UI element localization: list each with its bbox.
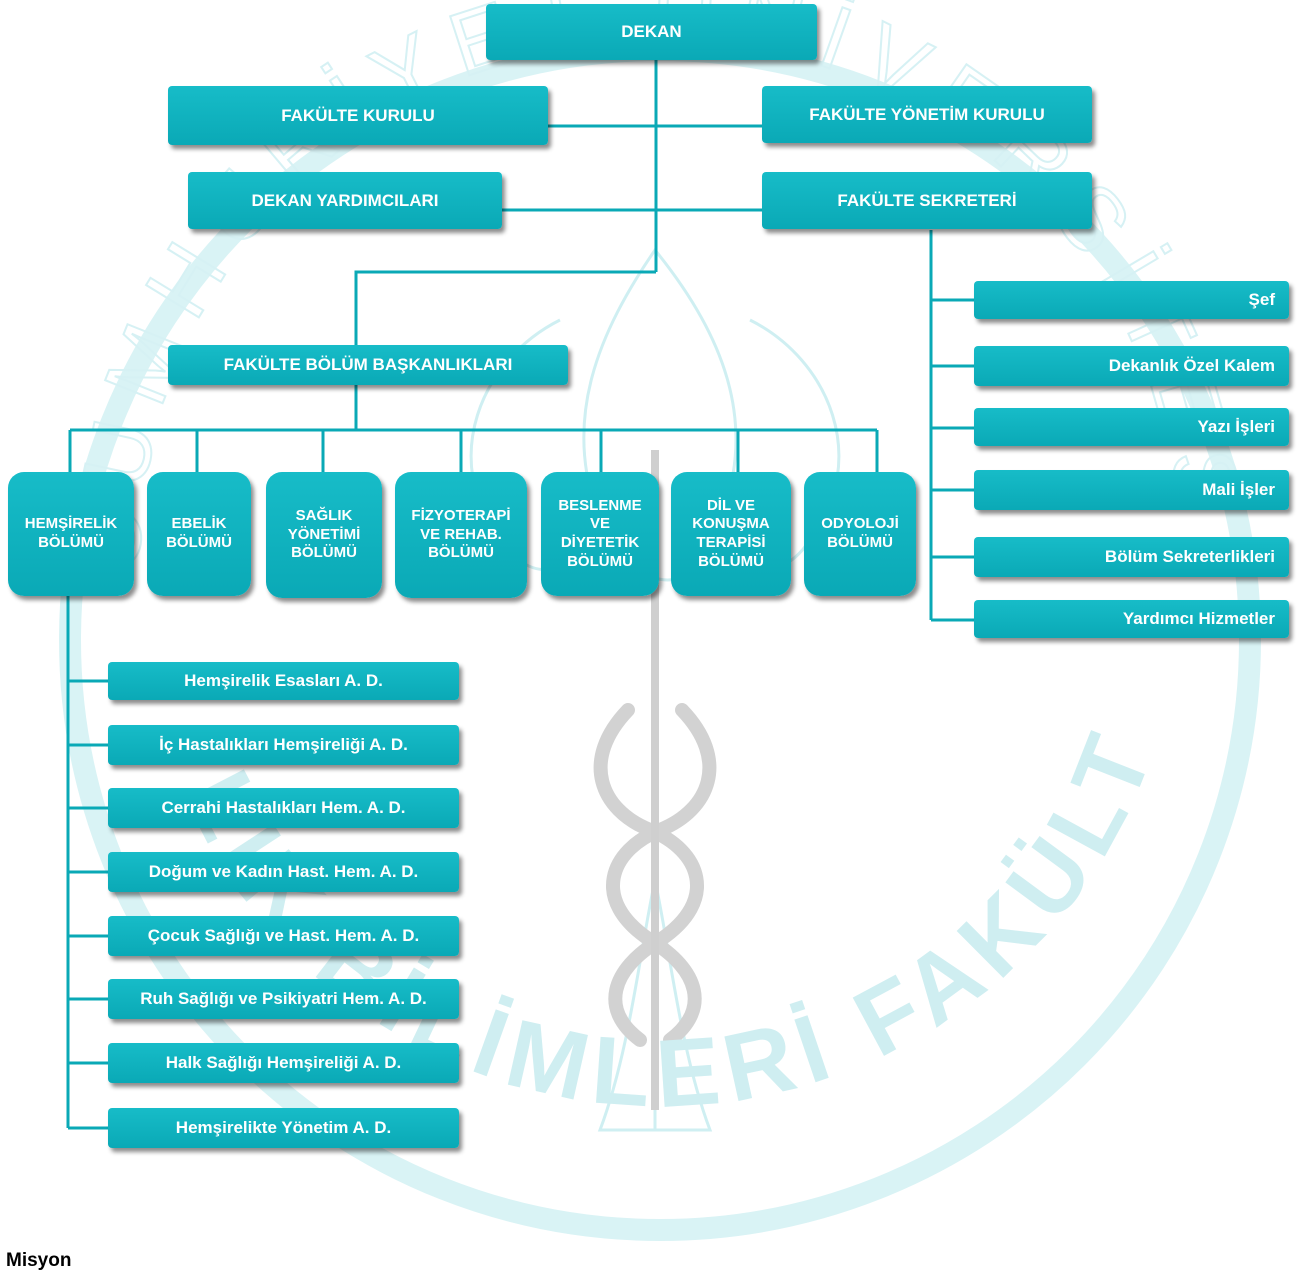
division-nursing-fundamentals[interactable]: Hemşirelik Esasları A. D.: [108, 662, 459, 700]
department-label: DİL VE KONUŞMA TERAPİSİ BÖLÜMÜ: [692, 496, 770, 570]
mission-heading: Misyon: [6, 1250, 72, 1271]
department-physiotherapy[interactable]: FİZYOTERAPİ VE REHAB. BÖLÜMÜ: [395, 472, 527, 598]
unit-label: Mali İşler: [1202, 480, 1275, 500]
division-label: Halk Sağlığı Hemşireliği A. D.: [165, 1053, 402, 1073]
unit-support-services[interactable]: Yardımcı Hizmetler: [974, 600, 1289, 638]
unit-label: Yardımcı Hizmetler: [1122, 609, 1275, 629]
department-label: FİZYOTERAPİ VE REHAB. BÖLÜMÜ: [411, 506, 511, 562]
unit-label: Yazı İşleri: [1197, 417, 1276, 437]
division-obstetric-gynecologic-nursing[interactable]: Doğum ve Kadın Hast. Hem. A. D.: [108, 852, 459, 892]
unit-department-secretariats[interactable]: Bölüm Sekreterlikleri: [974, 537, 1289, 577]
vice-deans-box[interactable]: DEKAN YARDIMCILARI: [188, 172, 502, 229]
dean-label: DEKAN: [621, 22, 682, 42]
department-audiology[interactable]: ODYOLOJİ BÖLÜMÜ: [804, 472, 916, 596]
unit-label: Şef: [1248, 290, 1275, 310]
unit-label: Bölüm Sekreterlikleri: [1104, 547, 1275, 567]
executive-board-box[interactable]: FAKÜLTE YÖNETİM KURULU: [762, 86, 1092, 143]
division-label: Hemşirelikte Yönetim A. D.: [175, 1118, 392, 1138]
vice-deans-label: DEKAN YARDIMCILARI: [251, 190, 439, 210]
division-label: Ruh Sağlığı ve Psikiyatri Hem. A. D.: [140, 989, 427, 1009]
faculty-board-label: FAKÜLTE KURULU: [281, 105, 435, 125]
department-label: BESLENME VE DİYETETİK BÖLÜMÜ: [558, 496, 642, 570]
division-label: İç Hastalıkları Hemşireliği A. D.: [159, 735, 408, 755]
division-internal-medicine-nursing[interactable]: İç Hastalıkları Hemşireliği A. D.: [108, 725, 459, 765]
department-label: HEMŞİRELİK BÖLÜMÜ: [24, 515, 118, 551]
division-psychiatric-nursing[interactable]: Ruh Sağlığı ve Psikiyatri Hem. A. D.: [108, 979, 459, 1019]
department-nursing[interactable]: HEMŞİRELİK BÖLÜMÜ: [8, 472, 134, 596]
division-surgical-nursing[interactable]: Cerrahi Hastalıkları Hem. A. D.: [108, 788, 459, 828]
department-nutrition-dietetics[interactable]: BESLENME VE DİYETETİK BÖLÜMÜ: [541, 472, 659, 596]
division-label: Cerrahi Hastalıkları Hem. A. D.: [161, 798, 406, 818]
unit-chief[interactable]: Şef: [974, 281, 1289, 319]
division-pediatric-nursing[interactable]: Çocuk Sağlığı ve Hast. Hem. A. D.: [108, 916, 459, 956]
department-midwifery[interactable]: EBELİK BÖLÜMÜ: [147, 472, 251, 596]
department-health-management[interactable]: SAĞLIK YÖNETİMİ BÖLÜMÜ: [266, 472, 382, 598]
division-public-health-nursing[interactable]: Halk Sağlığı Hemşireliği A. D.: [108, 1043, 459, 1083]
department-speech-therapy[interactable]: DİL VE KONUŞMA TERAPİSİ BÖLÜMÜ: [671, 472, 791, 596]
division-nursing-management[interactable]: Hemşirelikte Yönetim A. D.: [108, 1108, 459, 1148]
faculty-secretary-box[interactable]: FAKÜLTE SEKRETERİ: [762, 172, 1092, 229]
department-heads-box[interactable]: FAKÜLTE BÖLÜM BAŞKANLIKLARI: [168, 345, 568, 385]
dean-box[interactable]: DEKAN: [486, 4, 817, 60]
department-label: ODYOLOJİ BÖLÜMÜ: [821, 515, 899, 551]
unit-label: Dekanlık Özel Kalem: [1108, 356, 1275, 376]
division-label: Doğum ve Kadın Hast. Hem. A. D.: [148, 862, 419, 882]
faculty-secretary-label: FAKÜLTE SEKRETERİ: [837, 190, 1017, 210]
unit-private-office[interactable]: Dekanlık Özel Kalem: [974, 346, 1289, 386]
department-heads-label: FAKÜLTE BÖLÜM BAŞKANLIKLARI: [223, 355, 513, 375]
department-label: EBELİK BÖLÜMÜ: [166, 515, 232, 551]
unit-correspondence[interactable]: Yazı İşleri: [974, 408, 1289, 446]
division-label: Hemşirelik Esasları A. D.: [184, 671, 383, 691]
executive-board-label: FAKÜLTE YÖNETİM KURULU: [809, 104, 1045, 124]
unit-finance[interactable]: Mali İşler: [974, 470, 1289, 510]
department-label: SAĞLIK YÖNETİMİ BÖLÜMÜ: [287, 506, 361, 562]
faculty-board-box[interactable]: FAKÜLTE KURULU: [168, 86, 548, 145]
division-label: Çocuk Sağlığı ve Hast. Hem. A. D.: [147, 926, 420, 946]
